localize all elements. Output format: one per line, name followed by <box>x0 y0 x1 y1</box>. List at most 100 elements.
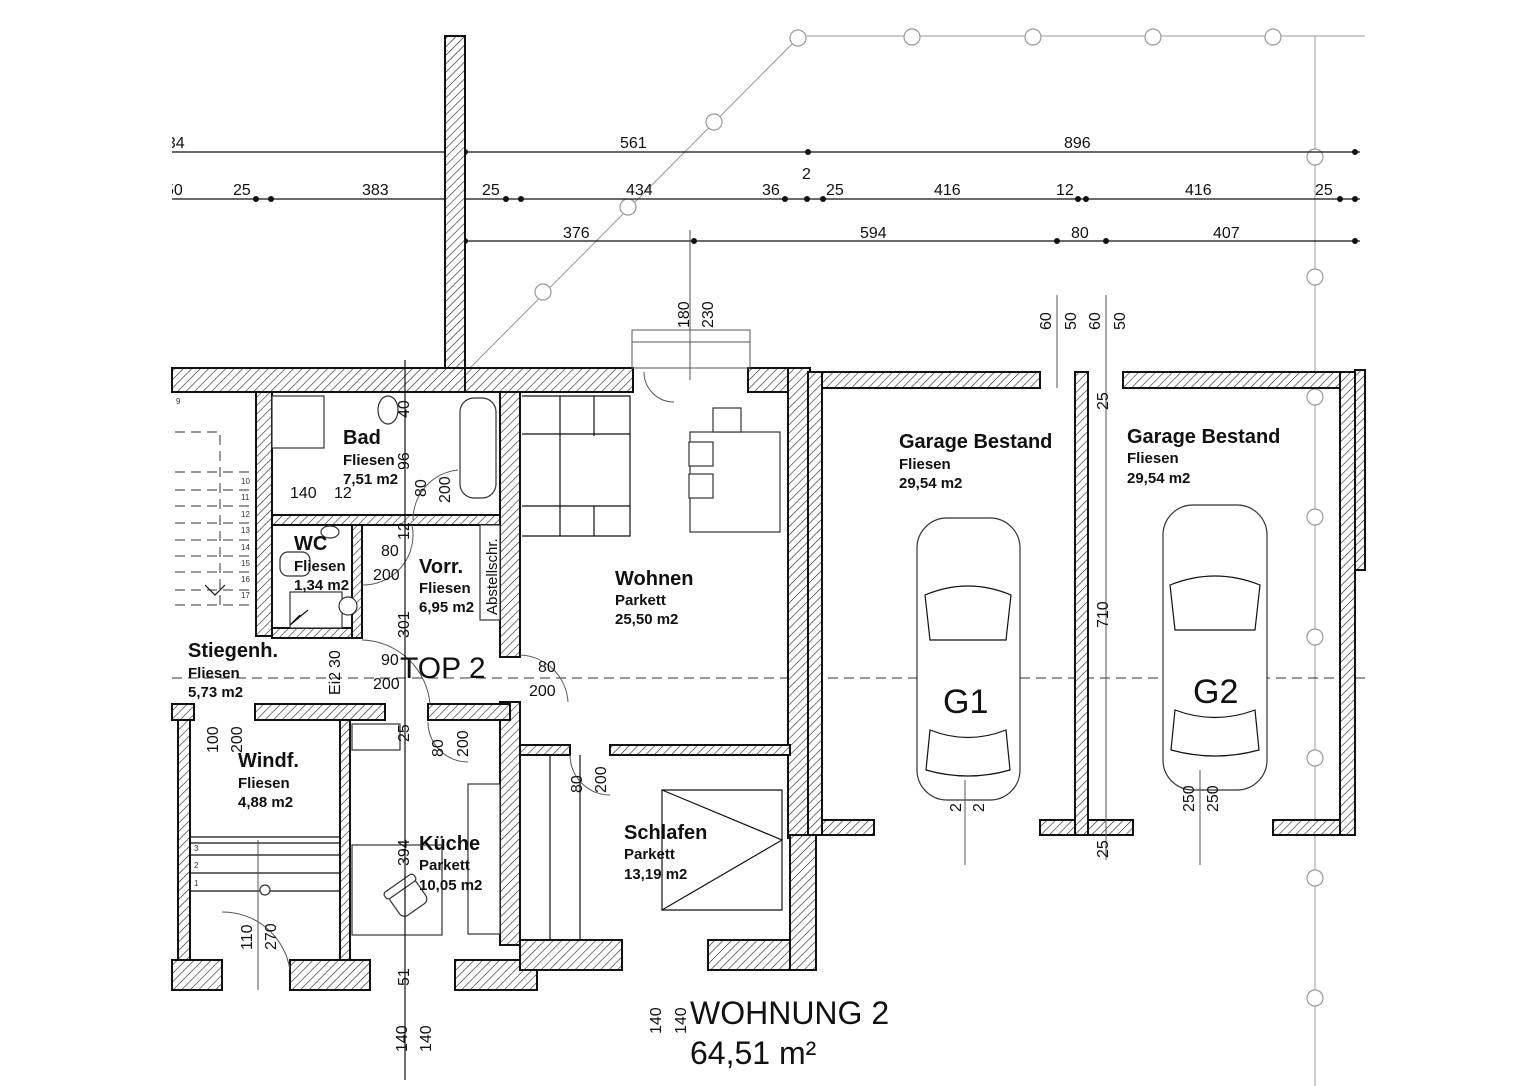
room-garage-2: Garage Bestand Fliesen 29,54 m2 G2 <box>1127 426 1280 711</box>
room-area: 4,88 m2 <box>238 794 293 811</box>
apartment-area: 64,51 m² <box>690 1035 817 1071</box>
room-windfang: Windf. Fliesen 4,88 m2 <box>238 750 299 811</box>
room-floor: Parkett <box>624 846 675 863</box>
room-area: 29,54 m2 <box>1127 470 1190 487</box>
dim-label: 36 <box>762 182 780 199</box>
room-area: 5,73 m2 <box>188 684 243 701</box>
dim-label: 416 <box>1185 182 1212 199</box>
step-number: 15 <box>241 559 250 568</box>
room-name: Schlafen <box>624 822 707 844</box>
dim-label: 25 <box>1095 392 1112 410</box>
dim-label: 896 <box>1064 135 1091 152</box>
room-floor: Fliesen <box>238 775 290 792</box>
step-number: 10 <box>241 477 250 486</box>
dim-label: 60 <box>1038 312 1055 330</box>
room-schlafen: Schlafen Parkett 13,19 m2 <box>624 822 707 883</box>
dim-label: 250 <box>1181 785 1198 812</box>
window-bay <box>631 230 751 380</box>
room-area: 10,05 m2 <box>419 877 482 894</box>
dim-label: 561 <box>620 135 647 152</box>
dim-label: 200 <box>229 726 246 753</box>
room-name: WC <box>294 533 327 555</box>
dim-label: 50 <box>165 182 183 199</box>
step-number: 17 <box>241 591 250 600</box>
dim-label: 50 <box>1063 312 1080 330</box>
dim-label: 200 <box>455 730 472 757</box>
room-floor: Fliesen <box>294 558 346 575</box>
dim-label: 407 <box>1213 225 1240 242</box>
room-floor: Fliesen <box>899 456 951 473</box>
room-area: 25,50 m2 <box>615 611 678 628</box>
grid-markers <box>534 28 1324 1007</box>
dim-label: 180 <box>676 301 693 328</box>
room-name: Windf. <box>238 750 299 772</box>
room-area: 6,95 m2 <box>419 599 474 616</box>
room-floor: Parkett <box>615 592 666 609</box>
dim-label: 51 <box>396 968 413 986</box>
dim-label: 2 <box>802 166 811 183</box>
dim-label: 12 <box>334 485 352 502</box>
room-vorraum: Vorr. Fliesen 6,95 m2 Abstellschr. <box>419 538 501 616</box>
room-kueche: Küche Parkett 10,05 m2 <box>419 833 482 894</box>
dim-label: 25 <box>1315 182 1333 199</box>
dim-label: 80 <box>538 659 556 676</box>
step-number: 1 <box>194 879 199 888</box>
dim-label: 96 <box>396 452 413 470</box>
room-name: Stiegenh. <box>188 640 278 662</box>
garage-label: G2 <box>1193 673 1238 711</box>
dim-label: 100 <box>205 726 222 753</box>
dim-label: 2 <box>971 803 988 812</box>
furniture <box>271 395 784 940</box>
dim-label: 25 <box>826 182 844 199</box>
room-name: Wohnen <box>615 568 694 590</box>
car-g2 <box>1162 504 1268 791</box>
garage-label: G1 <box>943 683 988 721</box>
step-number: 14 <box>241 543 250 552</box>
dim-label: 140 <box>418 1025 435 1052</box>
room-area: 13,19 m2 <box>624 866 687 883</box>
dim-label: 376 <box>563 225 590 242</box>
room-name: Vorr. <box>419 556 463 578</box>
dim-label: 140 <box>394 1025 411 1052</box>
door-swings <box>221 360 675 1080</box>
room-floor: Fliesen <box>343 452 395 469</box>
step-number: 13 <box>241 526 250 535</box>
staircase-lower: 3 2 1 <box>190 836 340 990</box>
dim-label: 60 <box>1087 312 1104 330</box>
step-number: 2 <box>194 861 199 870</box>
room-floor: Fliesen <box>188 665 240 682</box>
dim-label: 250 <box>1205 785 1222 812</box>
room-name: Garage Bestand <box>899 431 1052 453</box>
step-number: 9 <box>176 397 181 406</box>
dim-label: 934 <box>158 135 185 152</box>
dim-label: 416 <box>934 182 961 199</box>
room-garage-1: Garage Bestand Fliesen 29,54 m2 G1 <box>899 431 1052 721</box>
room-area: 1,34 m2 <box>294 577 349 594</box>
car-g1 <box>916 517 1021 801</box>
dim-label: 25 <box>396 724 413 742</box>
dim-label: 12 <box>1056 182 1074 199</box>
room-wc: WC Fliesen 1,34 m2 <box>294 533 349 594</box>
step-number: 12 <box>241 510 250 519</box>
room-floor: Fliesen <box>1127 450 1179 467</box>
garage-dimension-lines <box>964 295 1201 865</box>
dim-label: 25 <box>482 182 500 199</box>
dim-label: 25 <box>233 182 251 199</box>
walls <box>171 35 1366 991</box>
dim-label: 80 <box>381 543 399 560</box>
dim-label: 301 <box>396 611 413 638</box>
dim-label: 140 <box>290 485 317 502</box>
dim-label: 270 <box>263 923 280 950</box>
dim-label: 434 <box>626 182 653 199</box>
room-name: Garage Bestand <box>1127 426 1280 448</box>
dim-label: 80 <box>1071 225 1089 242</box>
dim-label: 25 <box>1095 840 1112 858</box>
dim-label: 12 <box>396 522 413 540</box>
dim-label: 2 <box>948 803 965 812</box>
dimension-chains: 934 561 896 50 25 383 25 434 36 2 25 416… <box>158 135 1360 244</box>
ei2-label: Ei2 <box>327 672 344 695</box>
dim-label: 90 <box>381 652 399 669</box>
step-number: 11 <box>241 493 250 502</box>
step-number: 3 <box>194 844 199 853</box>
